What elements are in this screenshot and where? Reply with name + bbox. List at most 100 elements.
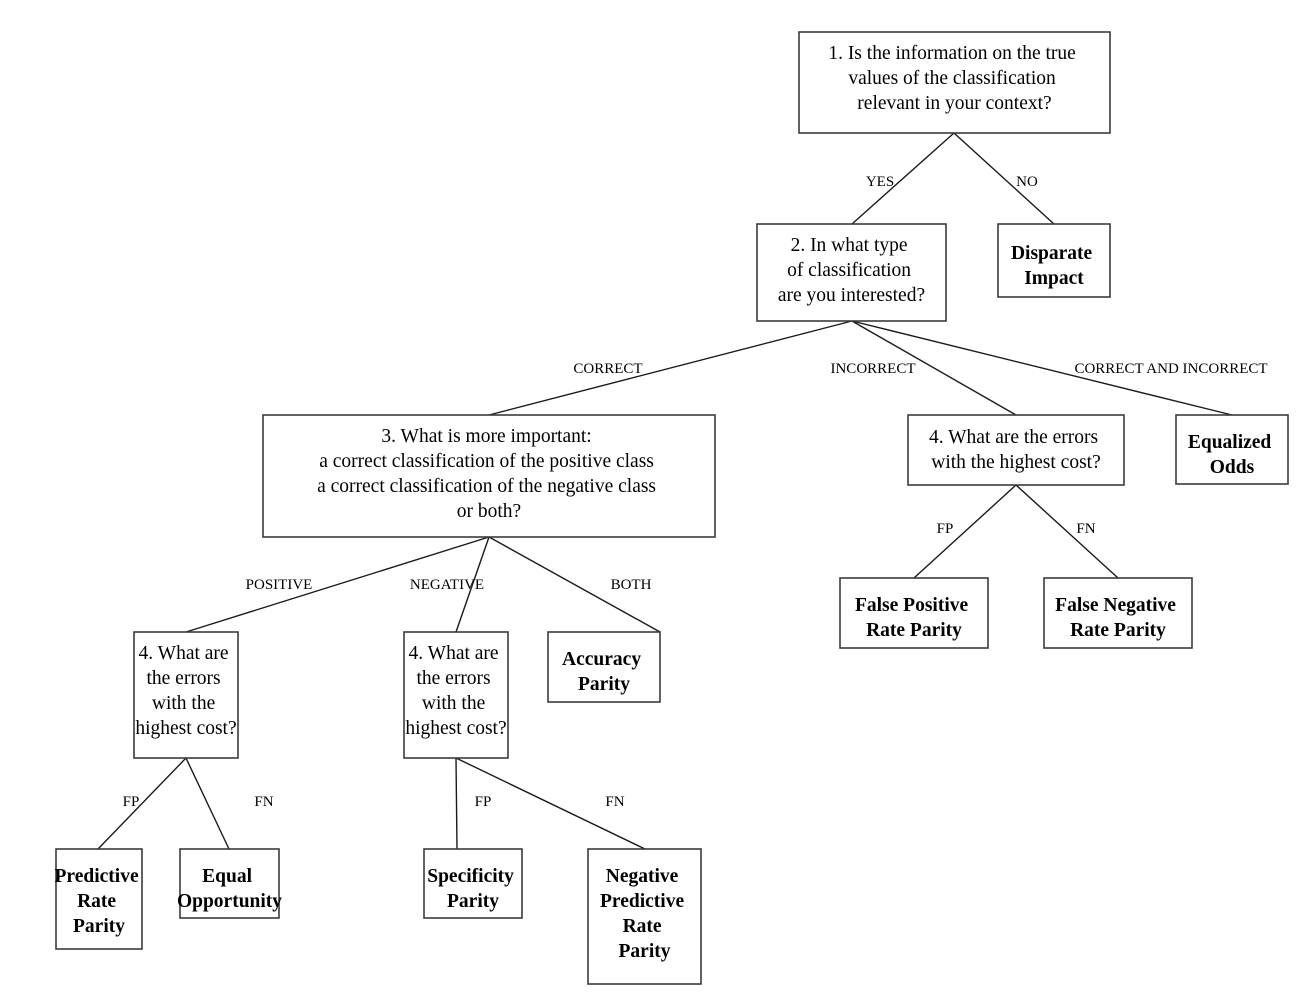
node-q1-line-0: 1. Is the information on the true	[828, 43, 1075, 64]
node-q4-negative-text: 4. What are the errors with the highest …	[405, 643, 506, 739]
node-q4-negative-line-0: 4. What are	[409, 643, 499, 664]
node-q4-negative[interactable]: 4. What are the errors with the highest …	[403, 631, 509, 759]
edge-labels-layer: YES NO CORRECT INCORRECT CORRECT AND INC…	[123, 174, 1268, 810]
node-disparate-impact[interactable]: Disparate Impact	[997, 223, 1111, 298]
node-q3-line-0: 3. What is more important:	[381, 426, 591, 447]
node-false-positive-rate-parity-box[interactable]	[839, 577, 989, 649]
node-equalized-odds-line-1: Odds	[1210, 457, 1255, 478]
node-q1[interactable]: 1. Is the information on the true values…	[798, 31, 1111, 134]
node-equalized-odds-box[interactable]	[1175, 414, 1289, 485]
node-equal-opportunity[interactable]: Equal Opportunity	[177, 848, 282, 919]
node-false-positive-rate-parity-text: False Positive Rate Parity	[855, 595, 973, 641]
node-negative-predictive-rate-parity-box[interactable]	[587, 848, 702, 985]
node-q1-text: 1. Is the information on the true values…	[828, 43, 1080, 114]
node-fnr-parity-line-0: False Negative	[1055, 595, 1176, 616]
node-accuracy-parity-box[interactable]	[547, 631, 661, 703]
node-q4-incorrect-line-0: 4. What are the errors	[929, 427, 1098, 448]
edge-label-negative: NEGATIVE	[410, 577, 484, 593]
edge-label-correct-and-incorrect: CORRECT AND INCORRECT	[1074, 361, 1267, 377]
node-equalized-odds[interactable]: Equalized Odds	[1175, 414, 1289, 485]
edge-label-fp-negative: FP	[475, 794, 492, 810]
node-specificity-parity-line-0: Specificity	[427, 866, 514, 887]
node-q4-positive-line-0: 4. What are	[139, 643, 229, 664]
node-equal-opportunity-box[interactable]	[179, 848, 280, 919]
node-accuracy-parity-text: Accuracy Parity	[562, 649, 646, 695]
edge-q2-to-equalized-odds	[851, 320, 1233, 416]
node-q4-positive[interactable]: 4. What are the errors with the highest …	[133, 631, 239, 759]
node-q4-negative-line-1: the errors	[416, 668, 490, 689]
node-q4-incorrect-text: 4. What are the errors with the highest …	[929, 427, 1103, 473]
node-accuracy-parity[interactable]: Accuracy Parity	[547, 631, 661, 703]
node-nprp-line-1: Predictive	[600, 891, 684, 912]
node-q4-positive-text: 4. What are the errors with the highest …	[135, 643, 236, 739]
node-false-positive-rate-parity[interactable]: False Positive Rate Parity	[839, 577, 989, 649]
node-predictive-rate-parity-box[interactable]	[55, 848, 143, 950]
node-specificity-parity-line-1: Parity	[447, 891, 499, 912]
node-q3-box[interactable]	[262, 414, 716, 538]
node-q1-box[interactable]	[798, 31, 1111, 134]
node-disparate-impact-box[interactable]	[997, 223, 1111, 298]
node-nprp-line-0: Negative	[606, 866, 679, 887]
node-negative-predictive-rate-parity[interactable]: Negative Predictive Rate Parity	[587, 848, 702, 985]
node-accuracy-parity-line-1: Parity	[578, 674, 630, 695]
edge-label-both: BOTH	[611, 577, 652, 593]
node-specificity-parity-text: Specificity Parity	[427, 866, 519, 912]
node-q4-negative-line-2: with the	[422, 693, 485, 714]
node-false-negative-rate-parity[interactable]: False Negative Rate Parity	[1043, 577, 1193, 649]
node-q4-positive-box[interactable]	[133, 631, 239, 759]
node-q3-line-1: a correct classification of the positive…	[319, 451, 654, 472]
edge-q3-to-q4-negative	[455, 536, 490, 633]
node-equalized-odds-line-0: Equalized	[1188, 432, 1272, 453]
node-q1-line-1: values of the classification	[848, 68, 1056, 89]
edge-q4-incorrect-to-false-positive-rate-parity	[913, 484, 1017, 579]
node-q2[interactable]: 2. In what type of classification are yo…	[756, 223, 947, 322]
edge-q4-incorrect-to-false-negative-rate-parity	[1015, 484, 1119, 579]
node-specificity-parity[interactable]: Specificity Parity	[423, 848, 523, 919]
node-q1-line-2: relevant in your context?	[857, 93, 1051, 114]
node-q4-positive-line-2: with the	[152, 693, 215, 714]
node-q4-incorrect[interactable]: 4. What are the errors with the highest …	[907, 414, 1125, 486]
node-predictive-rate-parity-text: Predictive Rate Parity	[55, 866, 144, 937]
node-q4-incorrect-line-1: with the highest cost?	[931, 452, 1101, 473]
node-fpr-parity-line-1: Rate Parity	[866, 620, 962, 641]
node-prp-line-2: Parity	[73, 916, 125, 937]
node-false-negative-rate-parity-box[interactable]	[1043, 577, 1193, 649]
node-disparate-impact-line-1: Impact	[1024, 268, 1084, 289]
edge-q4-positive-to-predictive-rate-parity	[97, 757, 187, 850]
node-specificity-parity-box[interactable]	[423, 848, 523, 919]
edge-q4-negative-to-negative-predictive-rate-parity	[455, 757, 646, 850]
node-disparate-impact-text: Disparate Impact	[1011, 243, 1097, 289]
node-fpr-parity-line-0: False Positive	[855, 595, 969, 616]
edge-q2-to-q4-incorrect	[851, 320, 1017, 416]
edge-q3-to-q4-positive	[185, 536, 490, 633]
node-disparate-impact-line-0: Disparate	[1011, 243, 1093, 264]
node-equal-opportunity-text: Equal Opportunity	[177, 866, 282, 912]
edge-q4-positive-to-equal-opportunity	[185, 757, 230, 850]
edges-layer	[97, 132, 1233, 850]
node-q2-box[interactable]	[756, 223, 947, 322]
node-q3[interactable]: 3. What is more important: a correct cla…	[262, 414, 716, 538]
node-accuracy-parity-line-0: Accuracy	[562, 649, 641, 670]
node-q4-positive-line-3: highest cost?	[135, 718, 236, 739]
edge-label-positive: POSITIVE	[246, 577, 313, 593]
node-negative-predictive-rate-parity-text: Negative Predictive Rate Parity	[600, 866, 689, 962]
node-fnr-parity-line-1: Rate Parity	[1070, 620, 1166, 641]
node-q4-negative-box[interactable]	[403, 631, 509, 759]
node-q2-line-0: 2. In what type	[791, 235, 908, 256]
edge-label-yes: YES	[866, 174, 894, 190]
node-equalized-odds-text: Equalized Odds	[1188, 432, 1276, 478]
node-prp-line-0: Predictive	[55, 866, 139, 887]
edge-q2-to-q3	[488, 320, 853, 416]
edge-q4-negative-to-specificity-parity	[455, 757, 458, 850]
node-q4-incorrect-box[interactable]	[907, 414, 1125, 486]
node-q2-text: 2. In what type of classification are yo…	[778, 235, 925, 306]
node-equal-opportunity-line-0: Equal	[202, 866, 252, 887]
node-q3-line-2: a correct classification of the negative…	[317, 476, 656, 497]
node-q3-line-3: or both?	[457, 501, 521, 522]
edge-label-fn-positive: FN	[254, 794, 273, 810]
edge-q1-to-disparate-impact	[953, 132, 1055, 225]
node-nprp-line-3: Parity	[619, 941, 671, 962]
node-predictive-rate-parity[interactable]: Predictive Rate Parity	[55, 848, 144, 950]
edge-label-fp-incorrect: FP	[937, 521, 954, 537]
edge-label-incorrect: INCORRECT	[830, 361, 915, 377]
